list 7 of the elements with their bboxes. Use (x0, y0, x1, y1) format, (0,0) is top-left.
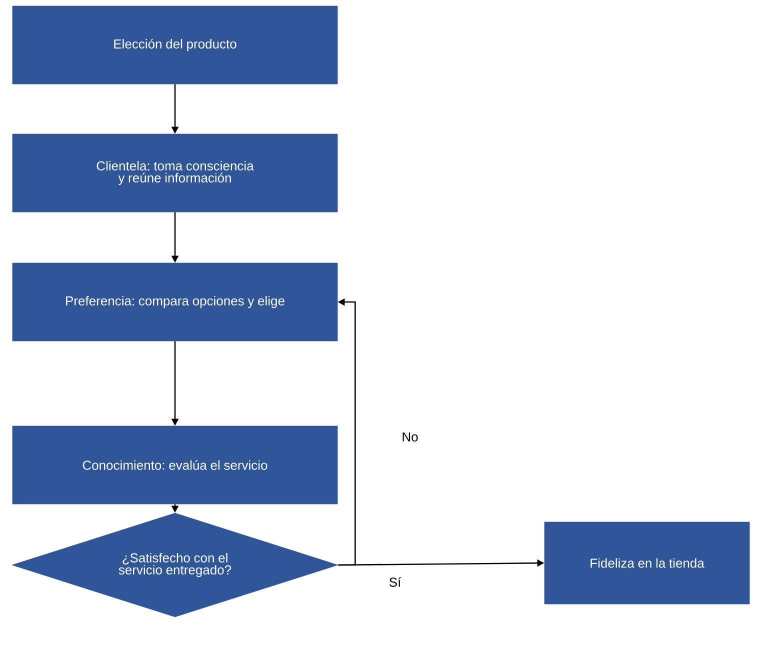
process-box: Conocimiento: evalúa el servicio (12, 426, 338, 504)
process-box: Clientela: toma consciencia y reúne información (12, 134, 338, 212)
edge-label: No (400, 431, 420, 443)
process-box: Fideliza en la tienda (544, 522, 750, 604)
process-box: Preferencia: compara opciones y elige (12, 262, 338, 342)
process-box: Elección del producto (12, 6, 338, 84)
edge-label: Sí (388, 576, 402, 588)
